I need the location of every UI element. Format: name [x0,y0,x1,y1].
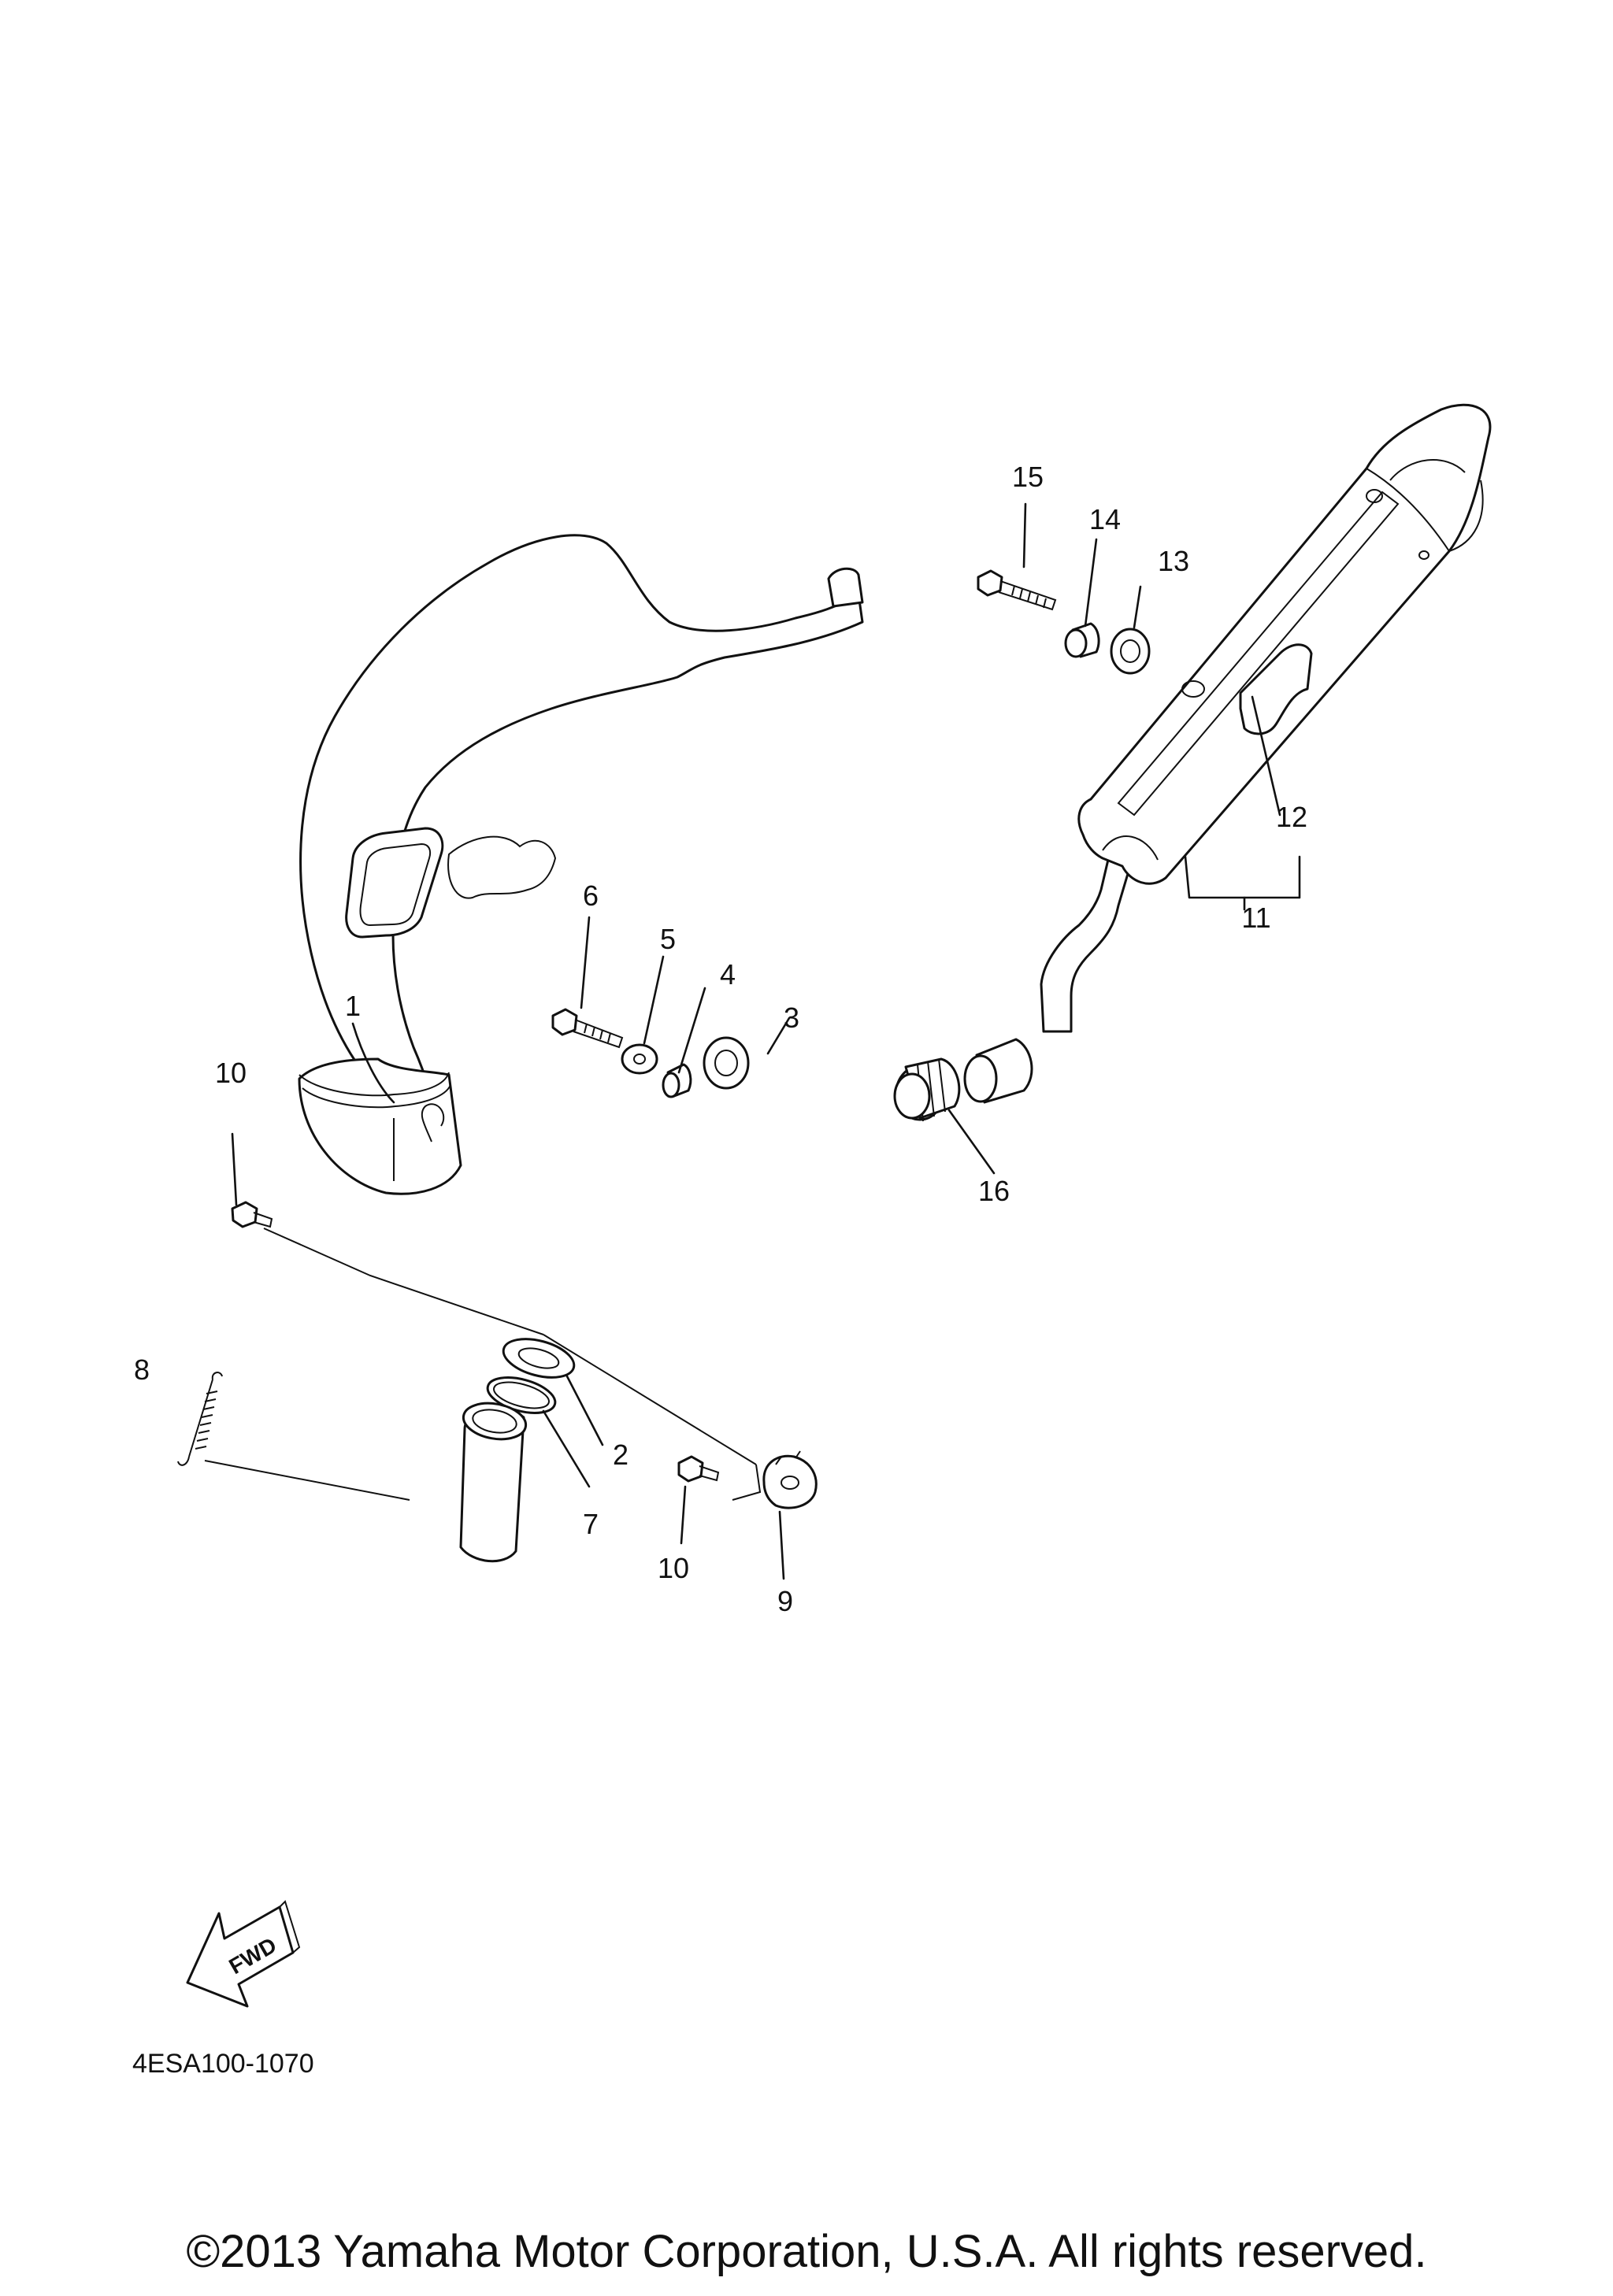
washer-5 [621,1043,658,1075]
bolt-15 [977,569,1057,611]
bolt-10-lower [677,1455,720,1483]
silencer [1077,403,1492,885]
callout-8: 8 [134,1354,150,1386]
diagram-code: 4ESA100-1070 [132,2049,314,2079]
assembly-lines [204,1228,762,1501]
callout-16: 16 [978,1175,1010,1207]
collar-14 [1064,622,1100,658]
collar-4 [662,1063,692,1098]
callout-14: 14 [1089,503,1121,535]
callout-6: 6 [583,880,599,912]
copyright-notice: ©2013 Yamaha Motor Corporation, U.S.A. A… [186,2226,1427,2277]
callout-3: 3 [784,1002,799,1034]
joint-16 [893,1057,961,1122]
bracket-9 [762,1450,818,1509]
callout-7: 7 [583,1508,599,1540]
exhaust-pipe [298,534,864,1195]
callout-12: 12 [1276,801,1307,833]
bolt-10-upper [231,1201,273,1228]
callout-1: 1 [345,990,361,1022]
fwd-arrow-icon: FWD [186,1900,301,2008]
sleeve [963,1038,1033,1104]
grommet-3 [703,1036,750,1090]
callout-11: 11 [1241,902,1270,934]
manifold-joint [459,1402,528,1563]
callout-15: 15 [1012,461,1044,493]
callout-4: 4 [720,958,736,991]
leader-lines [231,502,1301,1580]
callout-13: 13 [1158,545,1189,577]
callout-5: 5 [660,923,676,955]
callout-10-upper: 10 [215,1057,247,1089]
callout-10-lower: 10 [658,1552,689,1584]
bolt-6 [551,1008,624,1049]
grommet-13 [1110,628,1151,675]
callout-9: 9 [777,1585,793,1617]
gasket-2 [502,1338,576,1379]
spring-8 [177,1372,223,1466]
callout-2: 2 [613,1439,629,1471]
callout-labels: 1 2 3 4 5 6 7 8 9 10 10 11 12 13 14 15 1… [134,461,1307,1617]
oring-7 [486,1376,557,1414]
